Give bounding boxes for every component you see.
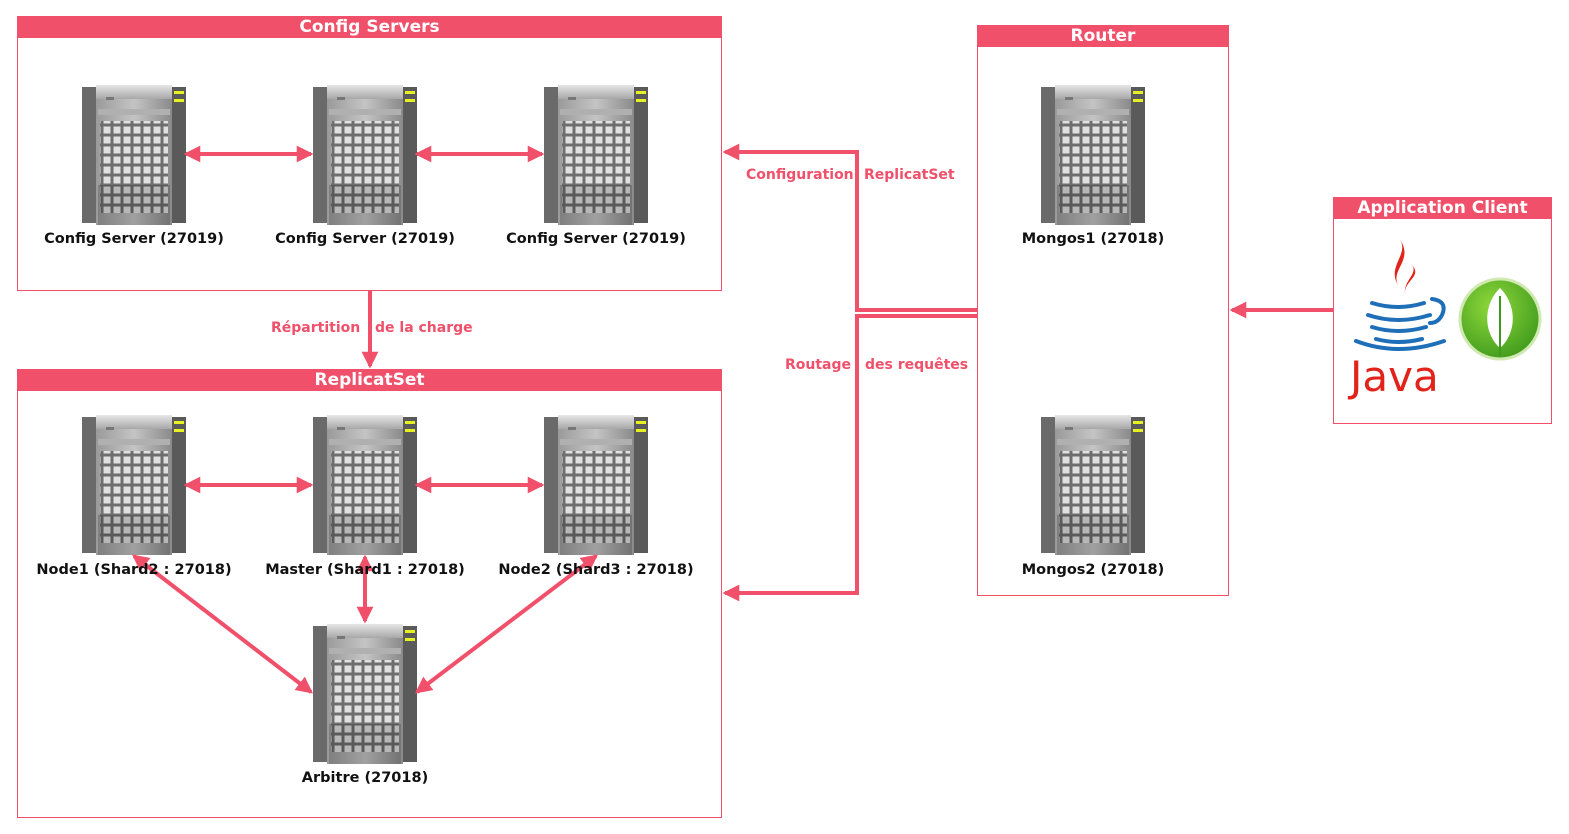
router-title: Router [977,25,1229,47]
edge-label-repartition: Répartition [271,320,361,336]
edge-node2-arbitre [414,554,599,694]
edge-label-configuration: Configuration [746,167,854,183]
mongos1-label: Mongos1 (27018) [1021,231,1165,247]
master-label: Master (Shard1 : 27018) [265,562,465,578]
edge-label-requetes: des requêtes [865,357,969,373]
mongodb-leaf-icon [1458,277,1542,361]
config-server-3-label: Config Server (27019) [506,231,686,247]
edge-node1-arbitre [132,554,313,694]
arbitre-label: Arbitre (27018) [301,770,429,786]
node2-label: Node2 (Shard3 : 27018) [498,562,694,578]
java-logo-icon: Java [1347,237,1446,401]
config-servers-title: Config Servers [17,16,722,38]
edge-label-replicatset: ReplicatSet [864,167,955,183]
node1-label: Node1 (Shard2 : 27018) [36,562,232,578]
application-client-title: Application Client [1333,197,1552,219]
edge-router-to-replicaset [722,314,977,602]
replicaset-title: ReplicatSet [17,369,722,391]
mongos2-label: Mongos2 (27018) [1021,562,1165,578]
edge-label-charge: de la charge [375,320,473,336]
java-wordmark: Java [1347,352,1439,401]
config-server-1-label: Config Server (27019) [44,231,224,247]
config-server-2-label: Config Server (27019) [275,231,455,247]
edge-label-routage: Routage [785,357,852,373]
edge-router-to-config [722,143,977,312]
